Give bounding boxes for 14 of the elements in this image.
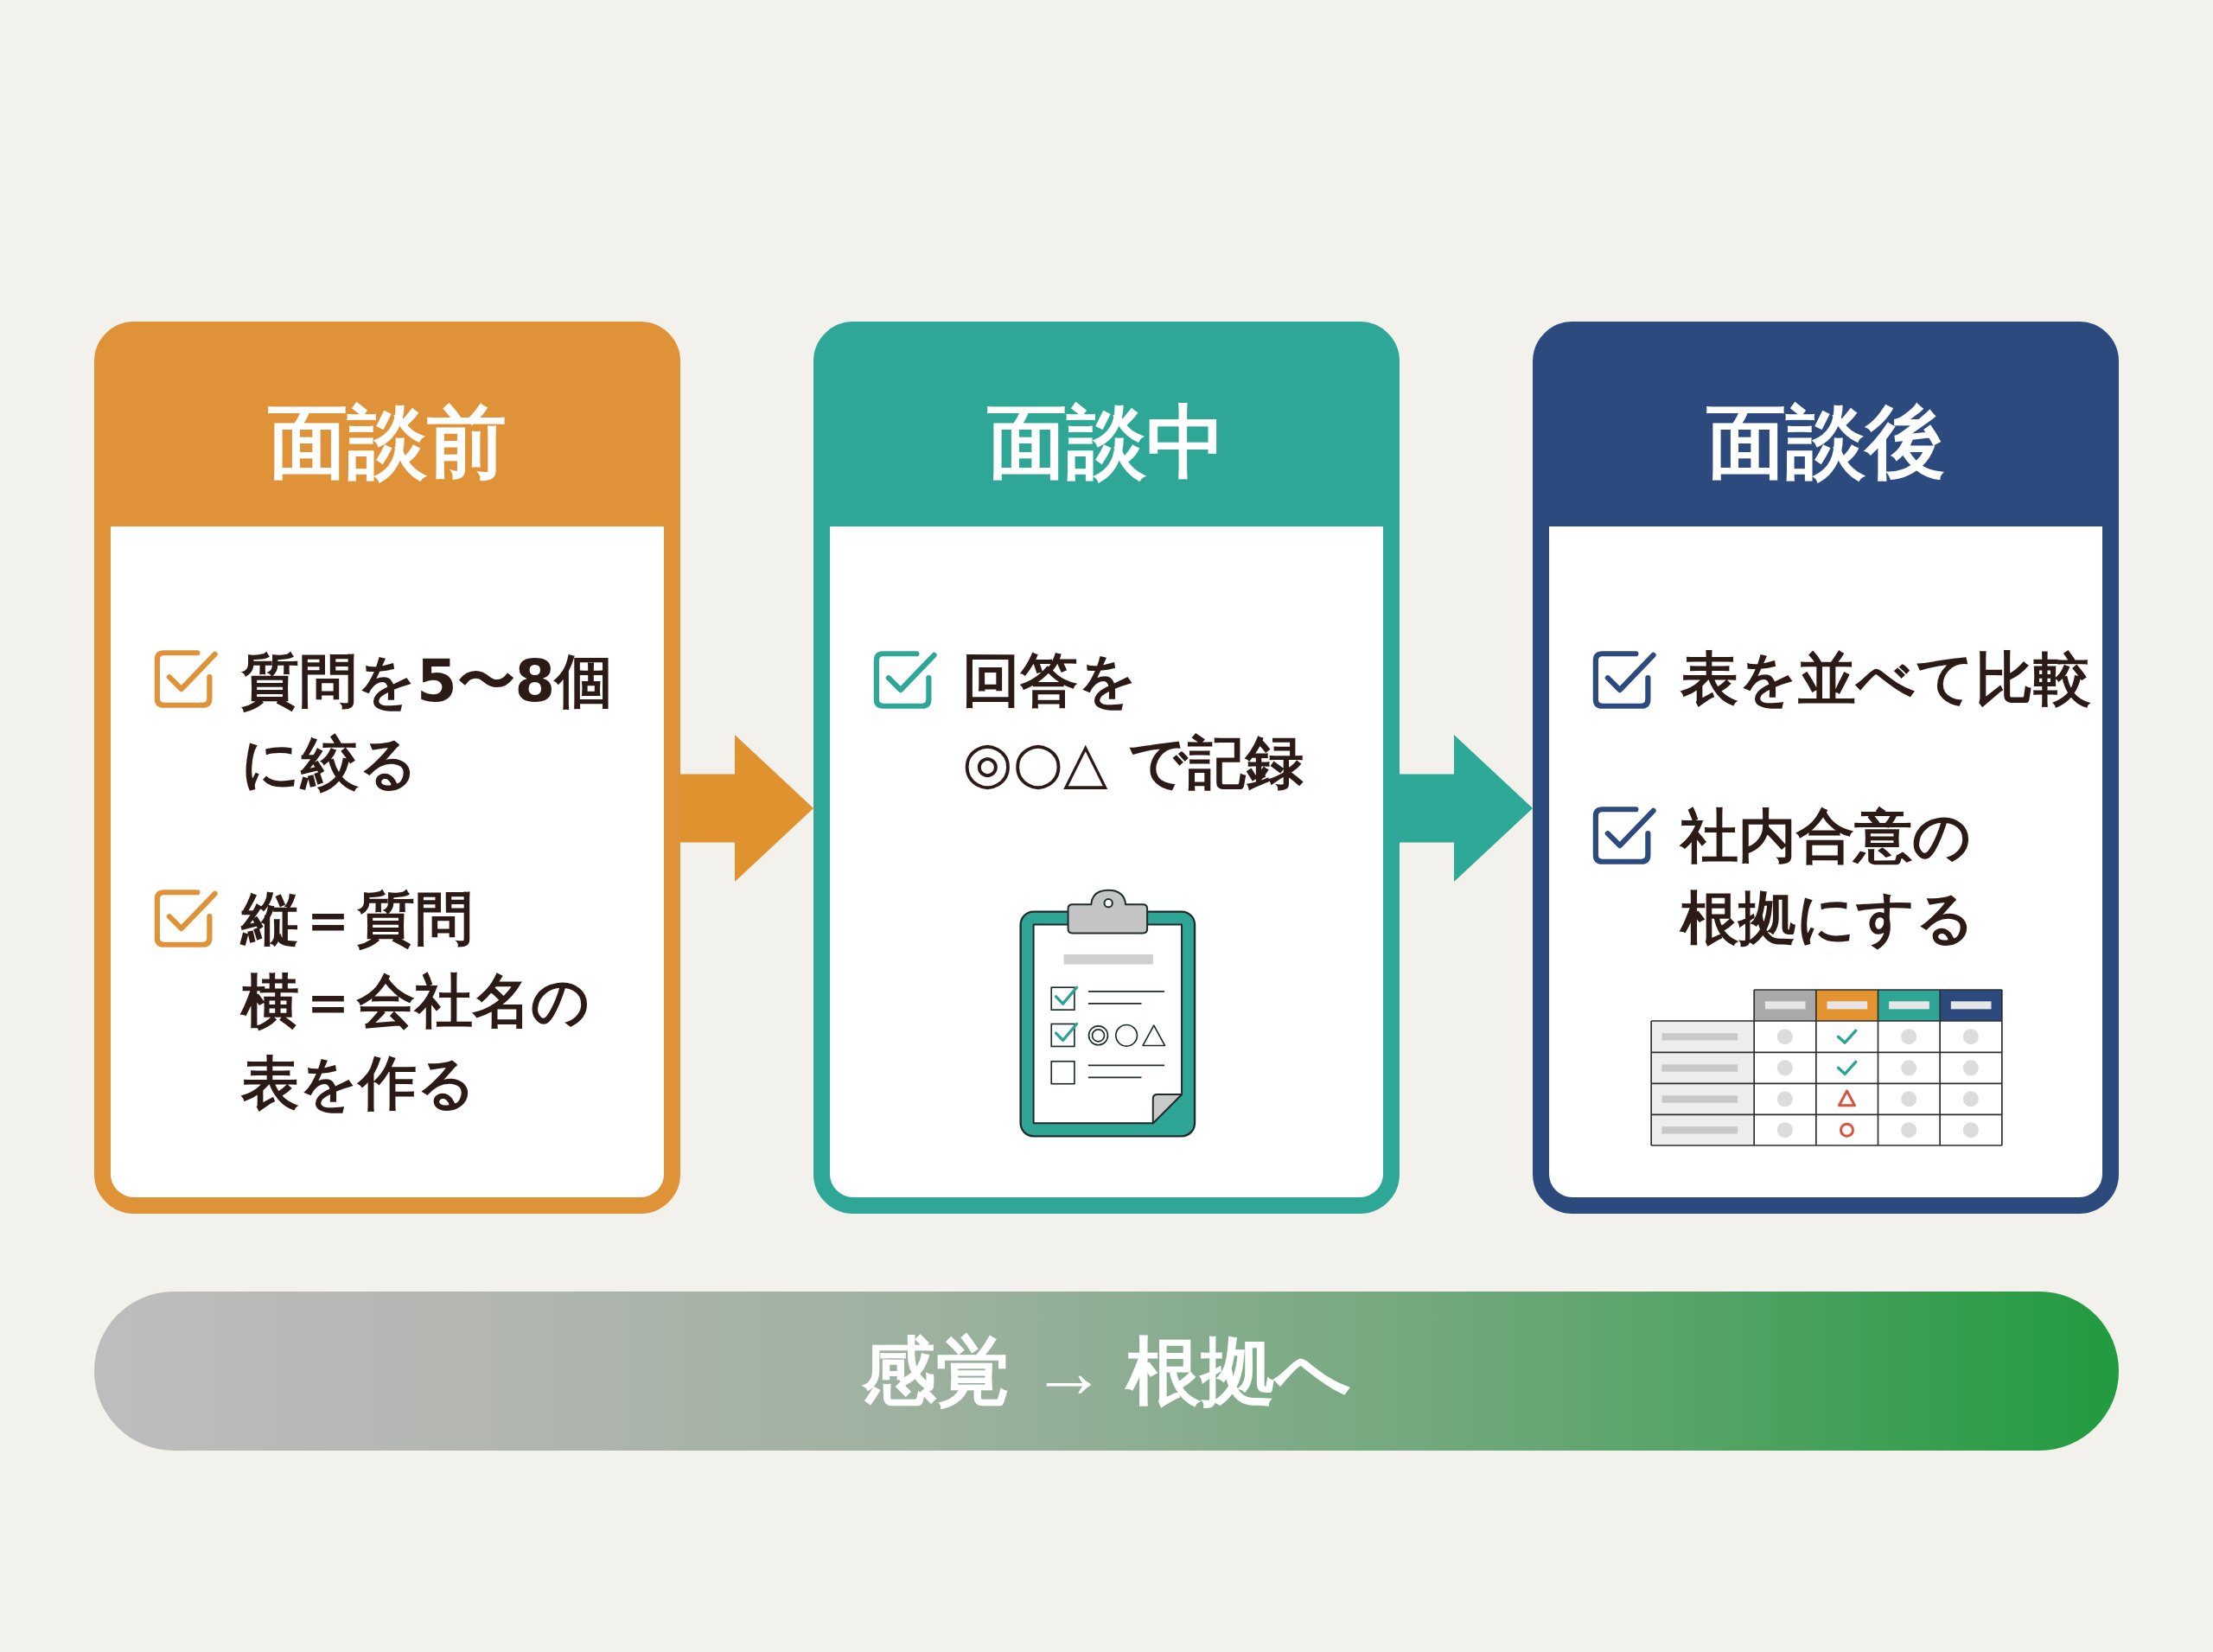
panel-heading: 面談後 xyxy=(1706,397,1945,488)
step-panel xyxy=(94,322,680,1214)
bullet-text: 質問を5〜8個に絞る xyxy=(241,647,615,799)
panel-heading: 面談前 xyxy=(268,397,507,488)
bullet-text: 縦＝質問横＝会社名の表を作る xyxy=(241,884,591,1119)
bullet-text: 表を並べて比較 xyxy=(1680,644,2092,714)
step-panel xyxy=(1533,322,2119,1214)
bullet-text: 社内合意の根拠にする xyxy=(1680,801,1976,954)
arrow xyxy=(1400,735,1533,882)
panel-heading: 面談中 xyxy=(987,397,1226,488)
arrow xyxy=(680,735,813,882)
banner-text: 感覚 → 根拠へ xyxy=(862,1329,1351,1414)
bullet-text: 回答を◎○△ で記録 xyxy=(962,646,1304,798)
step-panel xyxy=(813,322,1400,1214)
